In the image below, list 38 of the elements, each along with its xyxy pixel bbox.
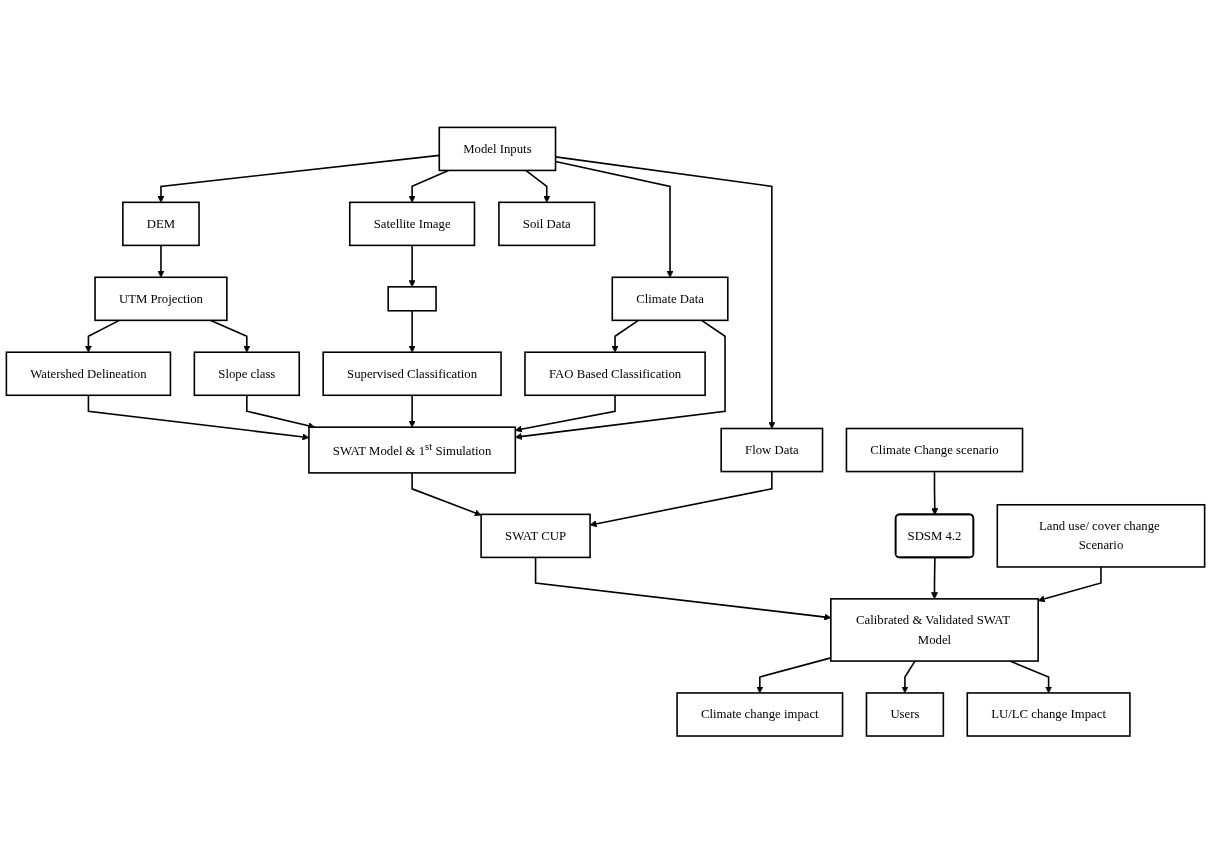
arrow xyxy=(1037,565,1102,603)
arrow xyxy=(1009,660,1053,694)
node-box: UTM Projection xyxy=(94,276,228,321)
node-box: Supervised Classification xyxy=(322,351,502,396)
arrow xyxy=(408,394,416,428)
node-box xyxy=(387,285,437,312)
node-box: SWAT CUP xyxy=(480,513,591,558)
node-box: SWAT Model & 1$^{st}$ Simulation xyxy=(308,426,517,474)
arrow xyxy=(408,169,450,203)
arrow xyxy=(84,319,121,353)
node-box: Satellite Image xyxy=(348,201,476,246)
node-box: Watershed Delineation xyxy=(5,351,172,396)
node-box: Slope class xyxy=(193,351,301,396)
node-box: DEM xyxy=(122,201,200,246)
node-box: Calibrated & Validated SWAT Model xyxy=(830,597,1039,662)
arrow xyxy=(931,470,939,515)
arrow xyxy=(408,244,416,287)
node-box: Land use/ cover change Scenario xyxy=(996,503,1206,568)
node-box: Soil Data xyxy=(498,201,596,246)
arrow xyxy=(931,556,938,599)
node-box: Model Inputs xyxy=(438,126,557,172)
arrow xyxy=(901,660,916,694)
arrow xyxy=(157,244,165,278)
arrow xyxy=(408,309,416,353)
arrow xyxy=(756,656,832,694)
node-box: Climate Data xyxy=(611,276,729,321)
arrow xyxy=(611,319,640,353)
node-box: Flow Data xyxy=(720,427,824,473)
arrow xyxy=(515,394,616,433)
node-box: FAO Based Classification xyxy=(524,351,706,396)
arrow xyxy=(209,319,251,353)
arrow xyxy=(411,471,482,516)
node-box: Climate change impact xyxy=(676,691,844,737)
arrow xyxy=(524,169,551,203)
node-box: LU/LC change Impact xyxy=(966,691,1131,737)
node-box: Climate Change scenario xyxy=(845,427,1024,473)
arrow xyxy=(515,319,726,440)
node-box: Users xyxy=(865,691,945,737)
